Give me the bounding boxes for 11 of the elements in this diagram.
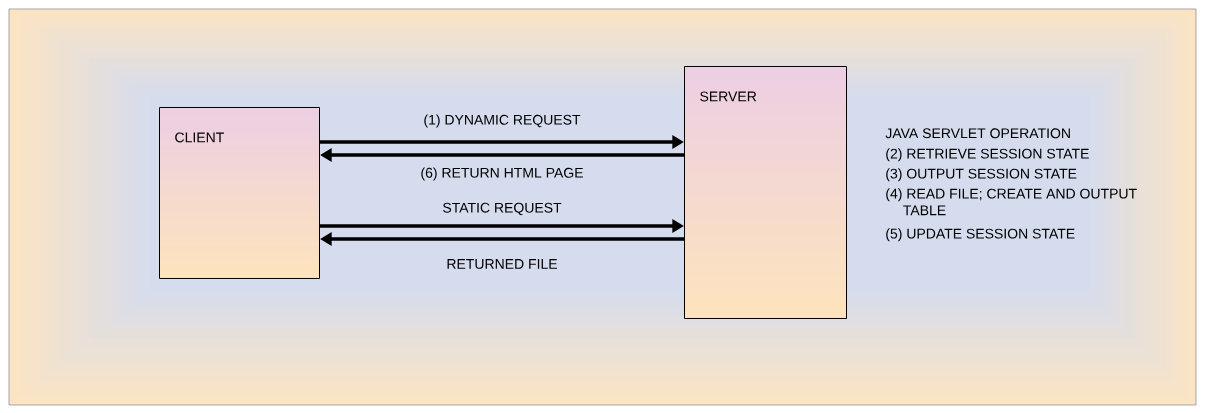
edge-label: RETURNED FILE: [447, 259, 557, 269]
edge-label: (1) DYNAMIC REQUEST: [424, 114, 581, 128]
edge-label: STATIC REQUEST: [443, 202, 562, 216]
operation-step: JAVA SERVLET OPERATION: [885, 128, 1070, 139]
server-box: SERVER: [684, 66, 847, 319]
operation-step: (5) UPDATE SESSION STATE: [886, 228, 1075, 242]
edge-label: (6) RETURN HTML PAGE: [421, 167, 583, 181]
operation-step: (2) RETRIEVE SESSION STATE: [886, 148, 1089, 162]
operation-step: (4) READ FILE; CREATE AND OUTPUT TABLE: [886, 188, 1137, 216]
client-box: CLIENT: [159, 107, 320, 279]
operation-step: (3) OUTPUT SESSION STATE: [886, 168, 1077, 182]
